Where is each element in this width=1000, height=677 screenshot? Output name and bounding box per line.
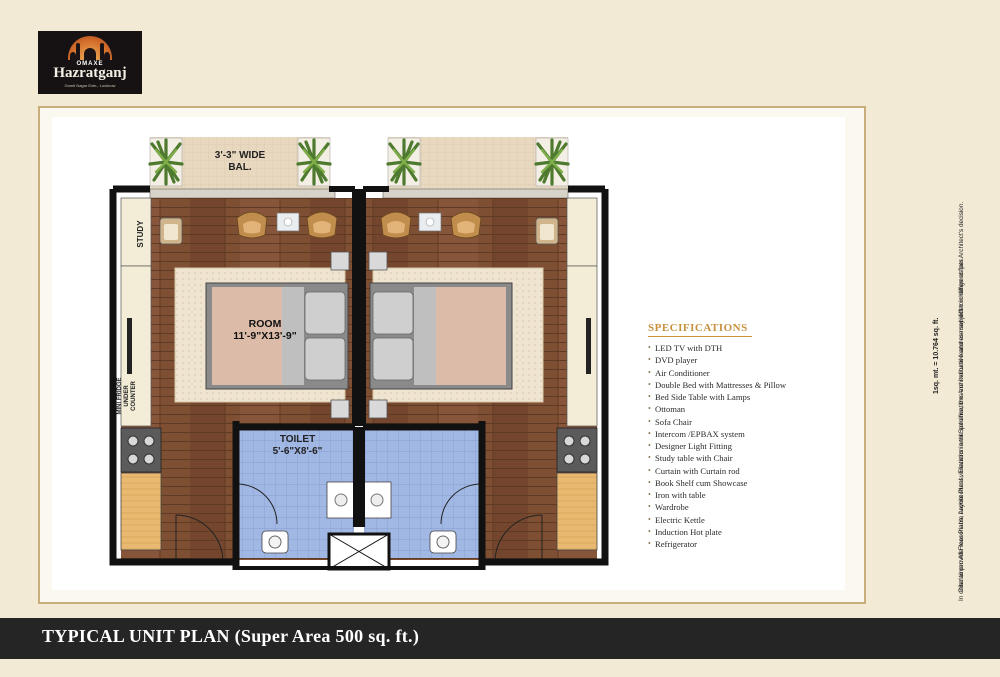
disclaimer-line: In order to provide reasonable Architect… bbox=[958, 257, 965, 601]
spec-item: Induction Hot plate bbox=[648, 526, 786, 539]
logo-name: Hazratganj bbox=[53, 65, 127, 81]
logo-tagline: Gomti Nagar Extn., Lucknow bbox=[64, 83, 116, 88]
spec-item: Intercom /EPBAX system bbox=[648, 428, 786, 441]
spec-item: Curtain with Curtain rod bbox=[648, 465, 786, 478]
floor-plan-drawing bbox=[0, 0, 640, 600]
footer-title: TYPICAL UNIT PLAN (Super Area 500 sq. ft… bbox=[42, 626, 420, 646]
spec-item: Air Conditioner bbox=[648, 367, 786, 380]
balcony-label: 3'-3" WIDE BAL. bbox=[214, 150, 266, 173]
spec-item: Wardrobe bbox=[648, 501, 786, 514]
spec-item: Double Bed with Mattresses & Pillow bbox=[648, 379, 786, 392]
spec-item: DVD player bbox=[648, 354, 786, 367]
brand-logo: OMAXE Hazratganj Gomti Nagar Extn., Luck… bbox=[38, 31, 142, 94]
study-label: STUDY bbox=[136, 220, 145, 248]
spec-item: Ottoman bbox=[648, 403, 786, 416]
toilet-label: TOILET 5'-6"X8'-6" bbox=[272, 434, 323, 457]
mini-fridge-label: MINI FRIDGE UNDER COUNTER bbox=[117, 377, 137, 415]
specifications-title-underline bbox=[648, 336, 752, 337]
spec-item: Refrigerator bbox=[648, 538, 786, 551]
spec-item: Iron with table bbox=[648, 489, 786, 502]
scale-note-text: 1sq. mt. = 10.764 sq. ft. bbox=[933, 317, 940, 394]
footer-bar: TYPICAL UNIT PLAN (Super Area 500 sq. ft… bbox=[0, 618, 1000, 659]
spec-item: Sofa Chair bbox=[648, 416, 786, 429]
logo-company: OMAXE bbox=[76, 61, 104, 67]
spec-item: Book Shelf cum Showcase bbox=[648, 477, 786, 490]
spec-item: Designer Light Fitting bbox=[648, 440, 786, 453]
specifications-list: LED TV with DTH DVD player Air Condition… bbox=[648, 342, 786, 551]
spec-item: LED TV with DTH bbox=[648, 342, 786, 355]
spec-item: Bed Side Table with Lamps bbox=[648, 391, 786, 404]
specifications-title: SPECIFICATIONS bbox=[648, 322, 748, 334]
spec-item: Study table with Chair bbox=[648, 452, 786, 465]
spec-item: Electric Kettle bbox=[648, 514, 786, 527]
room-label: ROOM 11'-9"X13'-9" bbox=[233, 318, 297, 343]
